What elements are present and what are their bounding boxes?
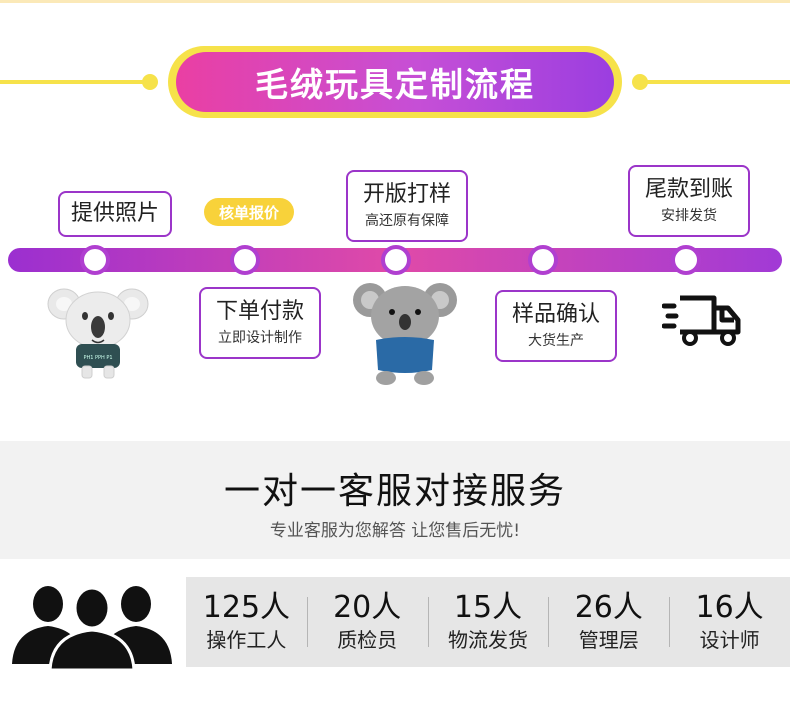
koala-shirt-text: PH1 PPH P1 bbox=[83, 355, 112, 361]
stat-item: 15人 物流发货 bbox=[427, 577, 549, 667]
timeline-node bbox=[230, 245, 260, 275]
step-subtitle: 高还原有保障 bbox=[365, 213, 449, 229]
step-subtitle: 安排发货 bbox=[661, 208, 717, 224]
step-title: 开版打样 bbox=[362, 182, 451, 207]
title-line-right bbox=[640, 80, 790, 84]
stat-label: 设计师 bbox=[699, 628, 760, 652]
stat-number: 125人 bbox=[202, 590, 291, 625]
service-title: 一对一客服对接服务 bbox=[223, 471, 566, 512]
step-title: 样品确认 bbox=[511, 302, 600, 327]
stat-item: 26人 管理层 bbox=[548, 577, 669, 667]
step-subtitle: 立即设计制作 bbox=[218, 330, 302, 346]
step-quote-badge: 核单报价 bbox=[204, 198, 294, 226]
title-dot-left bbox=[142, 74, 158, 90]
title-line-left bbox=[0, 80, 150, 84]
stat-item: 125人 操作工人 bbox=[186, 577, 307, 667]
step-place-order: 下单付款 立即设计制作 bbox=[199, 287, 321, 359]
timeline-node bbox=[381, 245, 411, 275]
koala-figure-image: PH1 PPH P1 bbox=[47, 288, 149, 379]
stat-number: 26人 bbox=[574, 590, 643, 625]
stat-number: 20人 bbox=[333, 590, 402, 625]
step-provide-photo: 提供照片 bbox=[58, 191, 172, 237]
stat-item: 16人 设计师 bbox=[669, 577, 790, 667]
service-subtitle: 专业客服为您解答 让您售后无忧! bbox=[269, 521, 521, 541]
step-title: 提供照片 bbox=[70, 201, 159, 226]
timeline-node bbox=[80, 245, 110, 275]
stat-number: 16人 bbox=[695, 590, 764, 625]
step-subtitle: 大货生产 bbox=[528, 333, 584, 349]
stat-item: 20人 质检员 bbox=[306, 577, 428, 667]
top-divider bbox=[0, 0, 790, 3]
step-sample-confirm: 样品确认 大货生产 bbox=[495, 290, 617, 362]
timeline-node bbox=[528, 245, 558, 275]
timeline-node bbox=[671, 245, 701, 275]
stat-label: 物流发货 bbox=[447, 628, 528, 652]
stat-label: 操作工人 bbox=[206, 628, 287, 652]
stat-label: 管理层 bbox=[578, 628, 639, 652]
step-title: 下单付款 bbox=[215, 299, 304, 324]
page-title: 毛绒玩具定制流程 bbox=[176, 52, 614, 112]
step-sampling: 开版打样 高还原有保障 bbox=[346, 170, 468, 242]
koala-plush-image bbox=[353, 283, 457, 385]
stat-number: 15人 bbox=[453, 590, 523, 625]
step-final-payment: 尾款到账 安排发货 bbox=[628, 165, 750, 237]
title-dot-right bbox=[632, 74, 648, 90]
delivery-truck-icon bbox=[662, 295, 741, 346]
team-people-icon bbox=[12, 586, 172, 670]
stat-label: 质检员 bbox=[337, 628, 398, 652]
staff-stats: 125人 操作工人 20人 质检员 15人 物流发货 26人 管理层 16人 设… bbox=[186, 577, 790, 667]
service-banner bbox=[0, 441, 790, 559]
step-title: 尾款到账 bbox=[644, 177, 733, 202]
